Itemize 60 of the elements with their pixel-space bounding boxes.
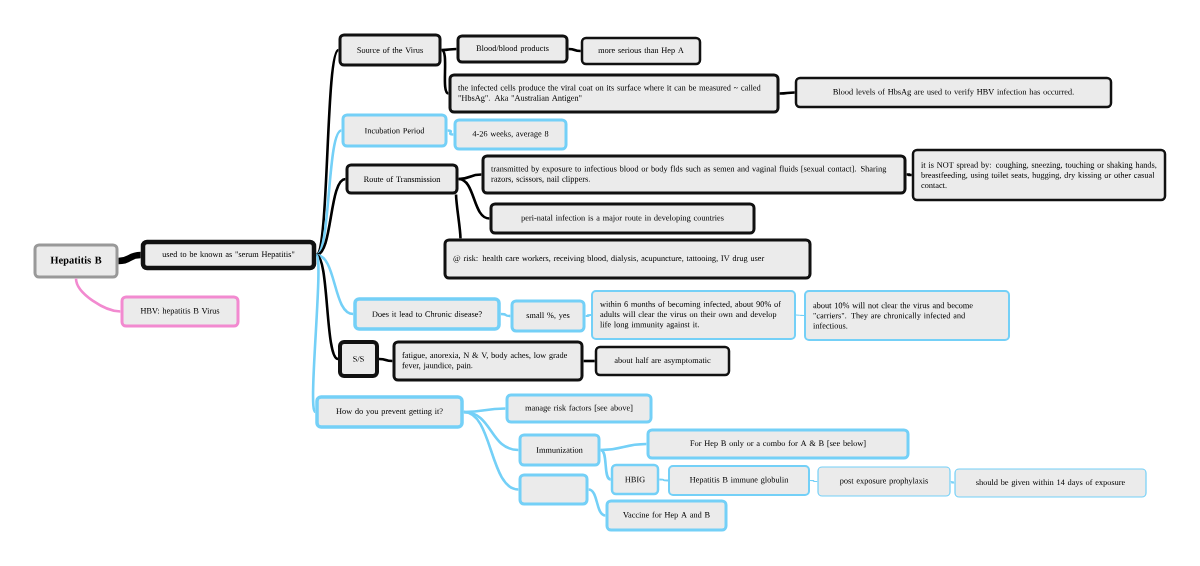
topic-box: within 6 months of becoming infected, about 90% of adults will clear the virus on their own and develop life long immunity against it. bbox=[591, 290, 796, 340]
connector bbox=[315, 253, 339, 361]
connector bbox=[584, 314, 592, 317]
connector bbox=[600, 442, 647, 452]
topic-box: small %, yes bbox=[510, 299, 586, 333]
connector bbox=[463, 410, 519, 491]
connector bbox=[906, 173, 912, 177]
connector bbox=[440, 49, 450, 95]
connector bbox=[950, 480, 955, 484]
connector bbox=[599, 448, 612, 481]
connector bbox=[118, 251, 141, 265]
connector bbox=[441, 47, 457, 52]
topic-box: the infected cells produce the viral coat on its surface where it can be measured ~ called "HbsAg". Aka "Australian Antigen" bbox=[448, 73, 780, 114]
connector bbox=[500, 312, 511, 318]
central-topic-box: Hepatitis B bbox=[33, 243, 119, 279]
topic-box: Vaccine for Hep A and B bbox=[605, 499, 728, 532]
connector bbox=[315, 177, 346, 257]
connector bbox=[454, 194, 462, 239]
connector bbox=[795, 314, 805, 317]
topic-box: HBIG bbox=[610, 463, 660, 496]
connector bbox=[588, 488, 606, 517]
connector bbox=[458, 173, 482, 181]
topic-box: Incubation Period bbox=[341, 113, 448, 148]
connector bbox=[809, 479, 818, 483]
topic-box bbox=[518, 473, 589, 506]
topic-box: Immunization bbox=[518, 433, 601, 467]
topic-box: Route of Transmission bbox=[345, 163, 459, 195]
connector bbox=[779, 91, 795, 95]
topic-box: Does it lead to Chronic disease? bbox=[353, 297, 501, 331]
topic-box: should be given within 14 days of exposure bbox=[954, 468, 1147, 498]
topic-box: Hepatitis B immune globulin bbox=[668, 465, 810, 496]
connector bbox=[447, 129, 454, 136]
topic-box: about 10% will not clear the virus and become "carriers". They are chronically infected and infectious. bbox=[804, 290, 1010, 341]
connector bbox=[568, 47, 581, 53]
topic-box: Source of the Virus bbox=[338, 33, 442, 67]
topic-box: For Hep B only or a combo for A & B [see below] bbox=[646, 428, 910, 460]
topic-box: Blood levels of HbsAg are used to verify HBV infection has occurred. bbox=[794, 76, 1113, 109]
connector bbox=[311, 254, 320, 413]
topic-box: 4-26 weeks, average 8 bbox=[453, 118, 568, 151]
connector bbox=[658, 478, 669, 482]
topic-box: fatigue, anorexia, N & V, body aches, low grade fever, jaundice, pain. bbox=[392, 340, 584, 382]
topic-box: about half are asymptomatic bbox=[594, 345, 731, 377]
connector bbox=[74, 278, 121, 313]
topic-box: S/S bbox=[338, 340, 379, 378]
connector bbox=[458, 177, 490, 220]
topic-box: more serious than Hep A bbox=[580, 36, 702, 66]
topic-box: peri-natal infection is a major route in developing countries bbox=[489, 202, 756, 235]
topic-box: post exposure prophylaxis bbox=[817, 466, 951, 497]
topic-box: @ risk: health care workers, receiving blood, dialysis, acupuncture, tattooing, IV drug user bbox=[443, 238, 812, 280]
topic-box: used to be known as "serum Hepatitis" bbox=[140, 239, 317, 271]
topic-box: transmitted by exposure to infectious blood or body flds such as semen and vaginal fluids [sexual contact]. Sharing razors, scissors, nail clippers. bbox=[481, 154, 907, 195]
topic-box: HBV: hepatitis B Virus bbox=[120, 295, 240, 328]
topic-box: Blood/blood products bbox=[456, 34, 569, 64]
connector bbox=[378, 357, 393, 363]
topic-box: it is NOT spread by: coughing, sneezing, touching or shaking hands, breastfeeding, using toilet seats, hugging, dry kissing or other casual contact. bbox=[911, 148, 1167, 202]
connector bbox=[315, 253, 354, 316]
connector bbox=[583, 359, 595, 363]
topic-box: manage risk factors [see above] bbox=[505, 393, 653, 424]
topic-box: How do you prevent getting it? bbox=[315, 395, 464, 429]
connector bbox=[315, 49, 340, 256]
